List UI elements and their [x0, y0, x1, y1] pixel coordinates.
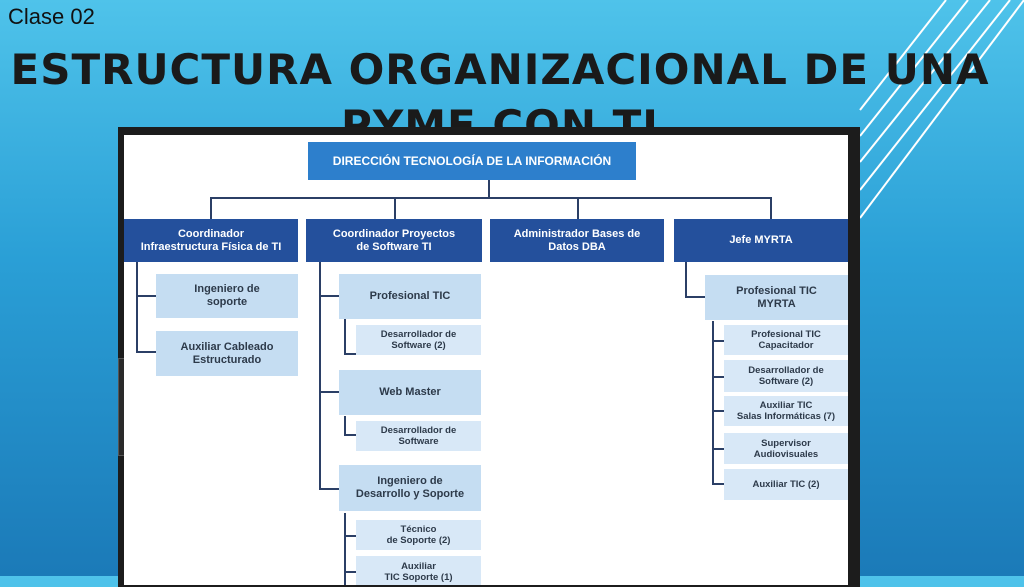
connector-g3-child-1	[344, 535, 356, 537]
org-node-profesional-tic: Profesional TIC	[339, 274, 481, 319]
connector-g2-vertical	[344, 416, 346, 436]
connector-col4-sub	[685, 296, 705, 298]
connector-col4-child-1	[712, 340, 724, 342]
org-head-myrta: Jefe MYRTA	[674, 219, 848, 262]
connector-g1-child	[344, 353, 356, 355]
org-node-auxiliar-salas: Auxiliar TIC Salas Informáticas (7)	[724, 396, 848, 426]
org-node-supervisor-audiovisuales: Supervisor Audiovisuales	[724, 433, 848, 464]
connector-col2-group-3	[319, 488, 339, 490]
connector-col1-vertical	[136, 262, 138, 352]
org-node-desarrollador: Desarrollador de Software	[356, 421, 481, 451]
connector-g1-vertical	[344, 319, 346, 355]
org-node-tecnico-soporte: Técnico de Soporte (2)	[356, 520, 481, 550]
org-root-box: DIRECCIÓN TECNOLOGÍA DE LA INFORMACIÓN	[308, 142, 636, 180]
connector-col4-vertical	[685, 262, 687, 298]
connector-g2-child	[344, 434, 356, 436]
connector-col4-child-3	[712, 410, 724, 412]
org-node-ingeniero-desarrollo: Ingeniero de Desarrollo y Soporte	[339, 465, 481, 511]
connector-col1-child-2	[136, 351, 156, 353]
connector-g3-child-2	[344, 571, 356, 573]
org-node-auxiliar-tic: Auxiliar TIC (2)	[724, 469, 848, 500]
org-node-auxiliar-cableado: Auxiliar Cableado Estructurado	[156, 331, 298, 376]
org-node-web-master: Web Master	[339, 370, 481, 415]
connector-root-down	[488, 180, 490, 198]
org-node-desarrollador-myrta: Desarrollador de Software (2)	[724, 360, 848, 392]
connector-col4-child-4	[712, 448, 724, 450]
connector-horizontal-heads	[210, 197, 772, 199]
connector-col2-vertical	[319, 262, 321, 490]
connector-head-3	[577, 197, 579, 219]
connector-col4-sub-vertical	[712, 321, 714, 485]
org-node-profesional-myrta: Profesional TIC MYRTA	[705, 275, 848, 320]
slide-class-label: Clase 02	[8, 4, 95, 29]
connector-col1-child-1	[136, 295, 156, 297]
org-chart: DIRECCIÓN TECNOLOGÍA DE LA INFORMACIÓN C…	[124, 135, 848, 585]
org-head-infra: Coordinador Infraestructura Física de TI	[124, 219, 298, 262]
connector-col4-child-5	[712, 483, 724, 485]
org-node-desarrollador-2: Desarrollador de Software (2)	[356, 325, 481, 355]
connector-g3-vertical	[344, 513, 346, 585]
connector-head-1	[210, 197, 212, 219]
org-node-ingeniero-soporte: Ingeniero de soporte	[156, 274, 298, 318]
connector-head-4	[770, 197, 772, 219]
connector-head-2	[394, 197, 396, 219]
org-head-software: Coordinador Proyectos de Software TI	[306, 219, 482, 262]
connector-col4-child-2	[712, 376, 724, 378]
slide-title-line-1: ESTRUCTURA ORGANIZACIONAL DE UNA	[10, 45, 990, 94]
org-head-dba: Administrador Bases de Datos DBA	[490, 219, 664, 262]
connector-col2-group-1	[319, 295, 339, 297]
connector-col2-group-2	[319, 391, 339, 393]
org-node-auxiliar-soporte: Auxiliar TIC Soporte (1)	[356, 556, 481, 585]
org-node-capacitador: Profesional TIC Capacitador	[724, 325, 848, 355]
